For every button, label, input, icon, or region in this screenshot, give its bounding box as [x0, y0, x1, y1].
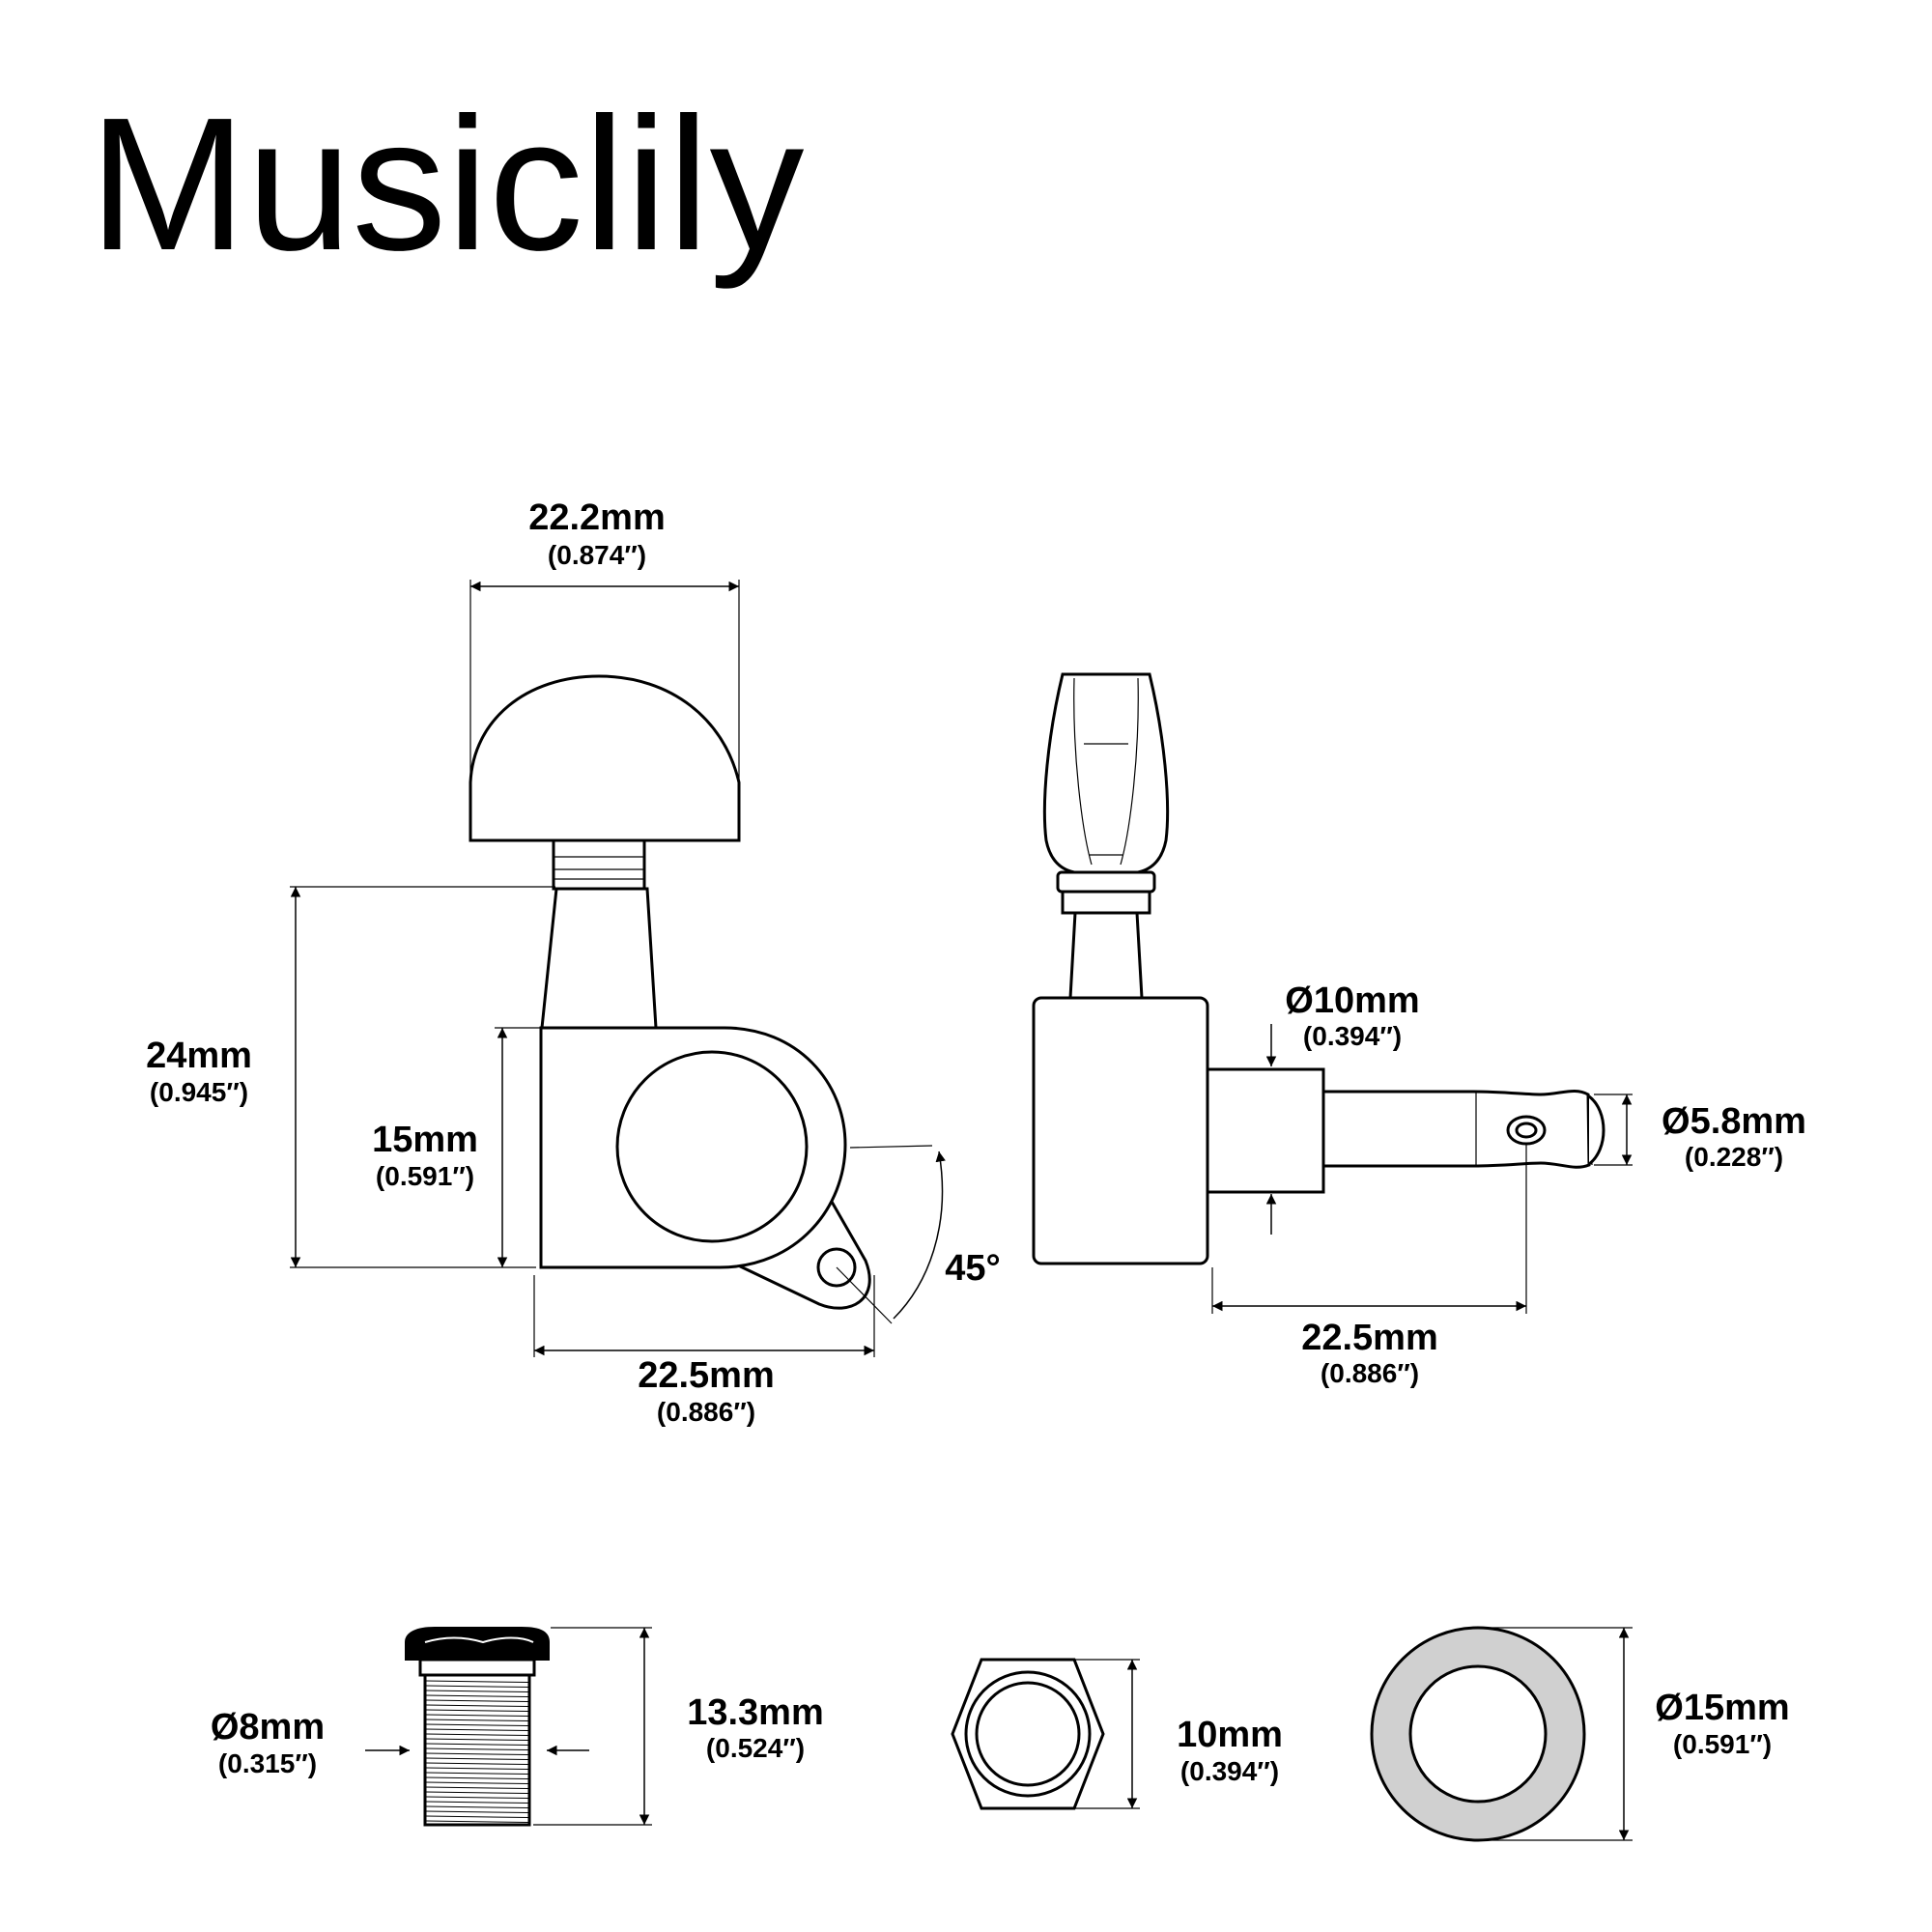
thread-line	[425, 1699, 529, 1702]
front-view: 22.2mm (0.874″) 24mm (0.945″) 15mm (0.59…	[146, 497, 1001, 1427]
thread-line	[425, 1786, 529, 1789]
bushing-diameter-inch: (0.315″)	[218, 1748, 317, 1778]
brand-title: Musiclily	[89, 78, 804, 290]
post-diameter-mm: Ø5.8mm	[1662, 1101, 1806, 1142]
thread-line	[425, 1767, 529, 1770]
post-diameter-inch: (0.228″)	[1685, 1142, 1783, 1172]
bushing-cap	[405, 1627, 550, 1661]
shaft-boss	[615, 1050, 809, 1243]
thread-line	[425, 1805, 529, 1808]
total-height-inch: (0.945″)	[150, 1077, 248, 1107]
thread-line	[425, 1810, 529, 1813]
side-view: Ø10mm (0.394″) Ø5.8mm (0.228″) 22.5mm (0…	[1032, 672, 1806, 1388]
thread-line	[425, 1694, 529, 1697]
bushing-neck	[418, 1658, 536, 1677]
housing-height-mm: 15mm	[372, 1120, 478, 1160]
thread-line	[425, 1781, 529, 1784]
button-side-profile	[1042, 672, 1170, 874]
button-width-inch: (0.874″)	[548, 540, 646, 570]
nut-width-inch: (0.394″)	[1180, 1756, 1279, 1786]
side-bushing	[1206, 1067, 1325, 1194]
housing-height-inch: (0.591″)	[376, 1161, 474, 1191]
bushing-diameter-mm: Ø10mm	[1285, 980, 1419, 1021]
post-length-inch: (0.886″)	[1321, 1358, 1419, 1388]
thread-line	[425, 1757, 529, 1760]
thread-line	[425, 1752, 529, 1755]
bushing-diameter-mm: Ø8mm	[211, 1707, 325, 1747]
bushing-diameter-inch: (0.394″)	[1303, 1021, 1402, 1051]
thread-line	[425, 1690, 529, 1692]
total-height-mm: 24mm	[146, 1036, 252, 1076]
washer-hole	[1408, 1664, 1548, 1804]
bushing-height-mm: 13.3mm	[687, 1692, 824, 1733]
hex-nut-inner-ring	[975, 1681, 1081, 1787]
thread-line	[425, 1801, 529, 1804]
bushing-height-inch: (0.524″)	[706, 1733, 805, 1763]
thread-line	[425, 1791, 529, 1794]
thread-line	[425, 1728, 529, 1731]
thread-line	[425, 1723, 529, 1726]
side-collar	[1056, 870, 1156, 894]
post-length-mm: 22.5mm	[1301, 1318, 1438, 1358]
thread-line	[425, 1680, 529, 1683]
tuner-button	[469, 674, 741, 842]
thread-line	[425, 1776, 529, 1779]
hex-nut: 10mm (0.394″)	[951, 1658, 1283, 1810]
tuning-post	[1321, 1089, 1591, 1169]
tuner-shaft	[540, 887, 658, 1030]
side-shaft	[1068, 911, 1144, 1000]
housing-width-inch: (0.886″)	[657, 1397, 755, 1427]
thread-line	[425, 1772, 529, 1775]
thread-line	[425, 1743, 529, 1746]
thread-line	[425, 1747, 529, 1750]
nut-width-mm: 10mm	[1177, 1715, 1283, 1755]
thread-line	[425, 1714, 529, 1717]
thread-line	[425, 1796, 529, 1799]
button-width-mm: 22.2mm	[528, 497, 666, 538]
button-collar	[552, 838, 646, 891]
thread-line	[425, 1719, 529, 1721]
thread-line	[425, 1738, 529, 1741]
thread-line	[425, 1685, 529, 1688]
washer-diameter-mm: Ø15mm	[1655, 1688, 1789, 1728]
side-housing	[1032, 996, 1209, 1265]
housing-width-mm: 22.5mm	[638, 1355, 775, 1396]
thread-line	[425, 1820, 529, 1823]
thread-line	[425, 1709, 529, 1712]
thread-lines	[425, 1680, 529, 1823]
thread-line	[425, 1733, 529, 1736]
thread-line	[425, 1762, 529, 1765]
washer-diameter-inch: (0.591″)	[1673, 1729, 1772, 1759]
threaded-bushing: 13.3mm (0.524″) Ø8mm (0.315″)	[211, 1627, 824, 1827]
thread-line	[425, 1815, 529, 1818]
thread-line	[425, 1704, 529, 1707]
mount-angle-label: 45°	[945, 1248, 1000, 1289]
washer: Ø15mm (0.591″)	[1370, 1626, 1790, 1842]
